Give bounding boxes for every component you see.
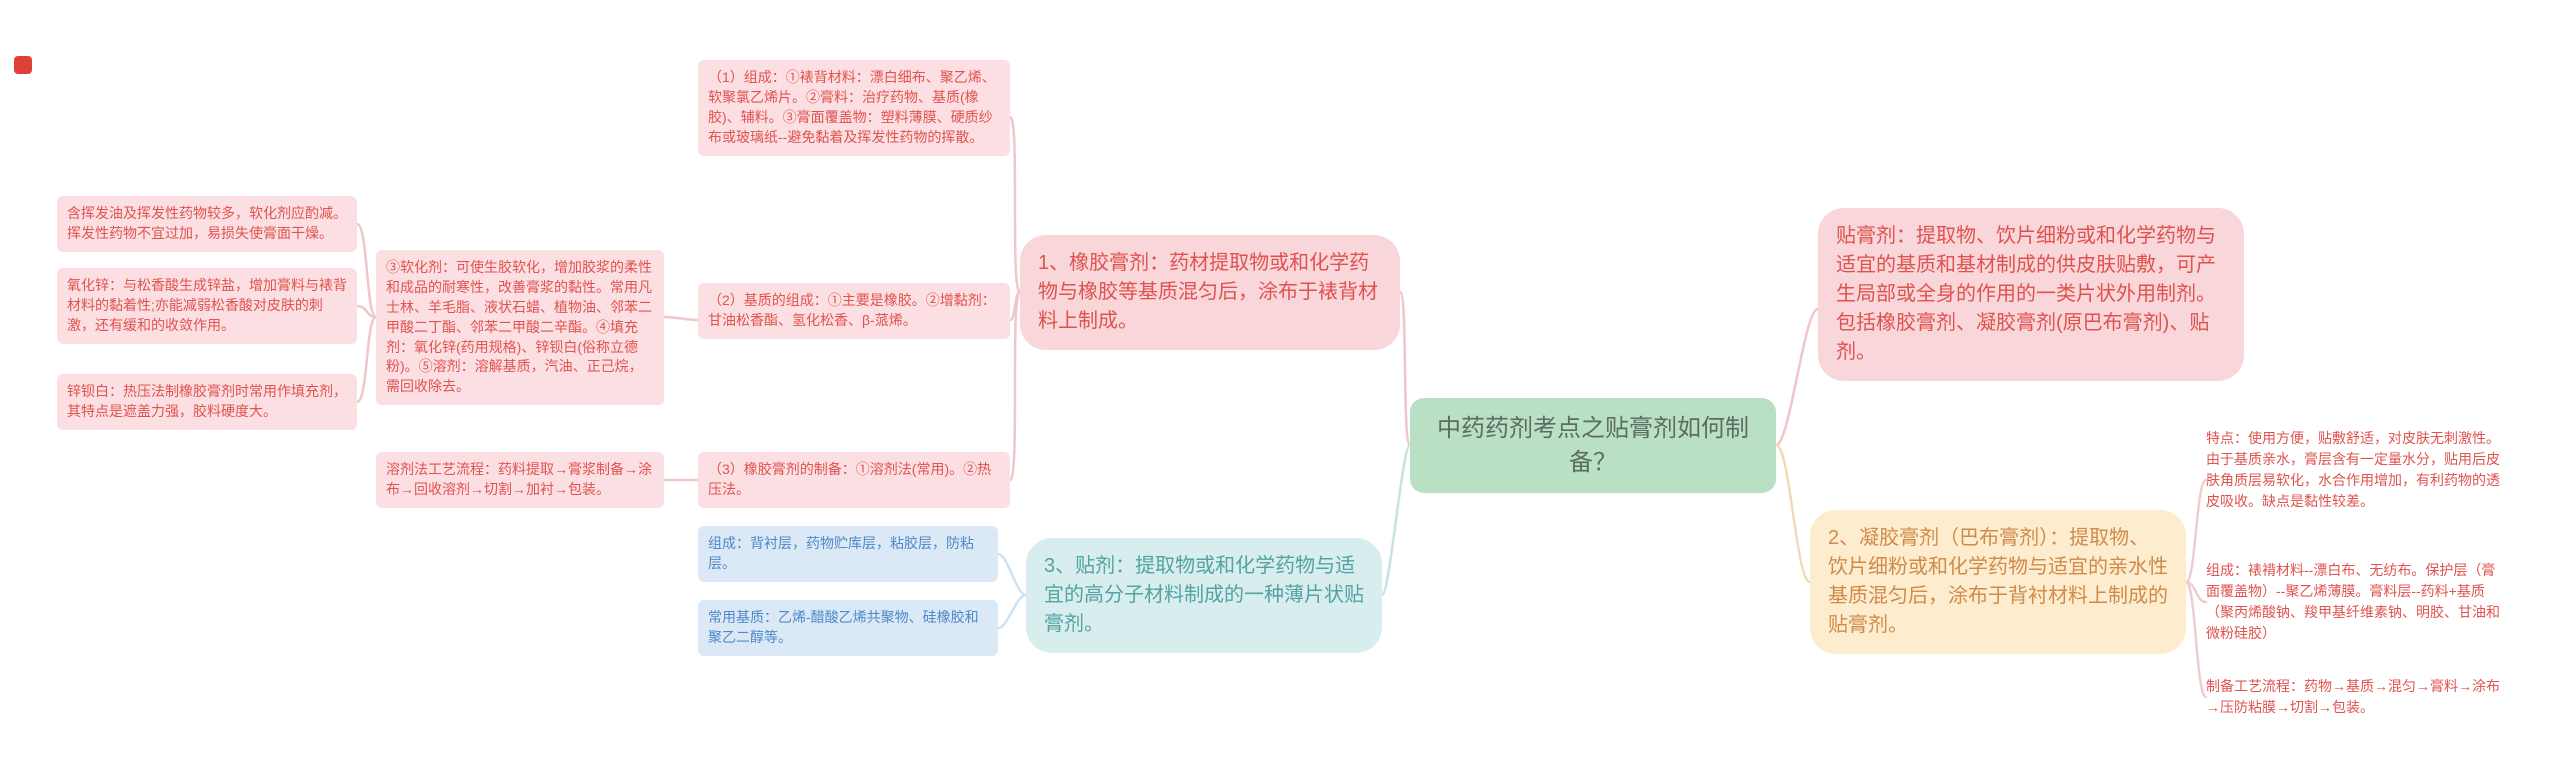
gel-plaster-process[interactable]: 制备工艺流程：药物→基质→混匀→膏料→涂布→压防粘膜→切割→包装。 [2206, 678, 2500, 715]
note-zinc-oxide[interactable]: 氧化锌：与松香酸生成锌盐，增加膏料与裱背材料的黏着性;亦能减弱松香酸对皮肤的刺激… [57, 268, 357, 344]
rubber-plaster-composition[interactable]: （1）组成：①裱背材料：漂白细布、聚乙烯、软聚氯乙烯片。②膏料：治疗药物、基质(… [698, 60, 1010, 156]
detail-softener-filler-solvent[interactable]: ③软化剂：可使生胶软化，增加胶浆的柔性和成品的耐寒性，改善膏浆的黏性。常用凡士林… [376, 250, 664, 406]
link-center-patch [1380, 443, 1412, 597]
link-patch-base [996, 593, 1028, 630]
rubber-plaster-preparation[interactable]: （3）橡胶膏剂的制备：①溶剂法(常用)。②热压法。 [698, 452, 1010, 508]
link-center-plaster [1774, 307, 1820, 447]
link-rubber-composition [1008, 115, 1022, 294]
gel-plaster-features[interactable]: 特点：使用方便，贴敷舒适，对皮肤无刺激性。由于基质亲水，膏层含有一定量水分，贴用… [2206, 430, 2500, 509]
link-gel-process [2184, 580, 2208, 699]
link-rubber-preparation [1008, 290, 1022, 482]
app-logo-icon [14, 56, 32, 74]
link-base-softener [662, 315, 700, 322]
gel-plaster-composition[interactable]: 组成：裱褙材料--漂白布、无纺布。保护层（膏面覆盖物）--聚乙烯薄膜。膏料层--… [2206, 562, 2500, 641]
link-center-rubber [1398, 290, 1412, 447]
central-topic[interactable]: 中药药剂考点之贴膏剂如何制备？ [1410, 398, 1776, 494]
node-rubber-plaster[interactable]: 1、橡胶膏剂：药材提取物或和化学药物与橡胶等基质混匀后，涂布于裱背材料上制成。 [1020, 235, 1400, 350]
rubber-plaster-base-composition[interactable]: （2）基质的组成：①主要是橡胶。②增黏剂：甘油松香酯、氢化松香、β-蒎烯。 [698, 283, 1010, 339]
link-center-gel [1774, 443, 1812, 584]
node-patch[interactable]: 3、贴剂：提取物或和化学药物与适宜的高分子材料制成的一种薄片状贴膏剂。 [1026, 538, 1382, 653]
patch-common-base[interactable]: 常用基质：乙烯-醋酸乙烯共聚物、硅橡胶和聚乙二醇等。 [698, 600, 998, 656]
node-plaster-definition[interactable]: 贴膏剂：提取物、饮片细粉或和化学药物与适宜的基质和基材制成的供皮肤贴敷，可产生局… [1818, 208, 2244, 381]
node-gel-plaster[interactable]: 2、凝胶膏剂（巴布膏剂）：提取物、饮片细粉或和化学药物与适宜的亲水性基质混匀后，… [1810, 510, 2186, 654]
link-softener-volatile [355, 222, 378, 319]
note-lithopone[interactable]: 锌钡白：热压法制橡胶膏剂时常用作填充剂，其特点是遮盖力强，胶料硬度大。 [57, 374, 357, 430]
patch-composition[interactable]: 组成：背衬层，药物贮库层，粘胶层，防粘层。 [698, 526, 998, 582]
link-gel-features [2184, 478, 2208, 584]
note-volatile-oils[interactable]: 含挥发油及挥发性药物较多，软化剂应酌减。挥发性药物不宜过加，易损失使膏面干燥。 [57, 196, 357, 252]
link-patch-composition [996, 552, 1028, 597]
link-softener-lithopone [355, 315, 378, 404]
detail-solvent-method-process[interactable]: 溶剂法工艺流程：药料提取→膏浆制备→涂布→回收溶剂→切割→加衬→包装。 [376, 452, 664, 508]
link-softener-zinc [355, 304, 378, 319]
